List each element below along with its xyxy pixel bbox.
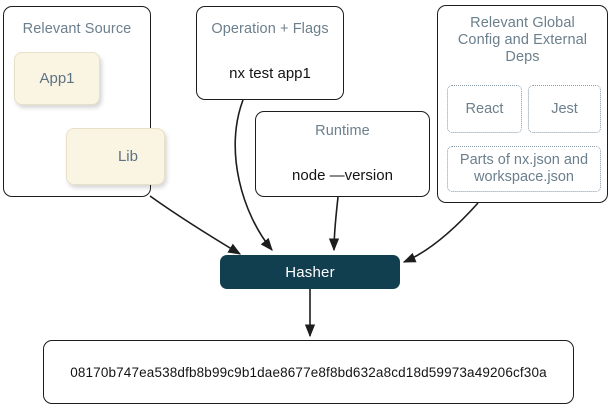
dep-react-label: React xyxy=(465,100,504,117)
command-operation: nx test app1 xyxy=(229,65,311,82)
dep-jest-label: Jest xyxy=(551,100,578,117)
hasher-box[interactable]: Hasher xyxy=(220,255,400,289)
panel-operation-flags: Operation + Flags nx test app1 xyxy=(196,6,344,100)
panel-title-relevant-source: Relevant Source xyxy=(22,21,132,37)
node-app1[interactable]: App1 xyxy=(14,52,100,105)
panel-title-operation-flags: Operation + Flags xyxy=(211,21,329,37)
panel-title-global-config: Relevant Global Config and External Deps xyxy=(457,15,588,65)
edge-source-to-hasher xyxy=(149,195,242,255)
node-lib[interactable]: Lib xyxy=(66,128,165,185)
dep-box-config-files[interactable]: Parts of nx.json and workspace.json xyxy=(447,146,601,192)
node-lib-label: Lib xyxy=(117,148,138,165)
command-runtime: node —version xyxy=(292,167,393,184)
dep-box-react[interactable]: React xyxy=(447,85,522,133)
node-app1-label: App1 xyxy=(39,70,75,87)
edge-config-to-hasher xyxy=(402,202,479,263)
hash-output-value: 08170b747ea538dfb8b99c9b1dae8677e8f8bd63… xyxy=(70,364,547,380)
hasher-label: Hasher xyxy=(285,263,335,281)
dep-config-files-label: Parts of nx.json and workspace.json xyxy=(459,152,589,185)
panel-global-config: Relevant Global Config and External Deps xyxy=(437,5,608,203)
edge-runtime-to-hasher xyxy=(328,196,340,252)
hash-output-box: 08170b747ea538dfb8b99c9b1dae8677e8f8bd63… xyxy=(43,340,574,404)
panel-runtime: Runtime node —version xyxy=(255,111,430,197)
dep-box-jest[interactable]: Jest xyxy=(528,85,601,133)
panel-title-runtime: Runtime xyxy=(315,123,370,139)
